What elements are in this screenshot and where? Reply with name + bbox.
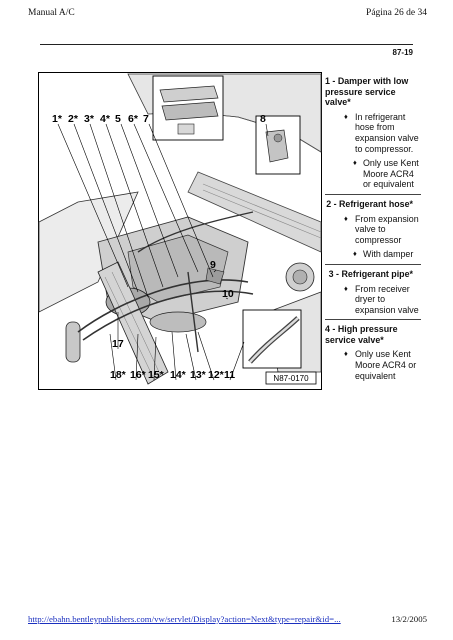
section-number: 87-19 <box>392 48 413 57</box>
legend-note: ♦ Only use Kent Moore ACR4 or equivalent <box>325 158 421 190</box>
callout-leader-line <box>89 123 149 298</box>
legend-note-text: In refrigerant hose from expansion valve… <box>355 111 419 154</box>
legend-divider <box>325 193 421 195</box>
callout-leader-line <box>133 123 199 273</box>
print-date: 13/2/2005 <box>391 614 427 624</box>
diamond-bullet-icon: ♦ <box>344 283 348 293</box>
callout-leader-line <box>265 123 269 137</box>
legend-item-title: 4 - High pressure service valve* <box>325 324 421 345</box>
legend-note-text: Only use Kent Moore ACR4 or equivalent <box>355 349 417 381</box>
legend-item-title: 2 - Refrigerant hose* <box>325 199 421 210</box>
diamond-bullet-icon: ♦ <box>353 249 357 259</box>
diamond-bullet-icon: ♦ <box>344 111 348 121</box>
callout-label: 4* <box>100 113 111 125</box>
callout-leader-line <box>213 269 217 273</box>
callout-leader-line <box>148 123 214 278</box>
legend-note: ♦ From receiver dryer to expansion valve <box>325 284 421 316</box>
callout-leader-line <box>229 341 245 381</box>
callout-leader-line <box>73 123 139 293</box>
legend-note: ♦ From expansion valve to compressor <box>325 214 421 246</box>
source-url-link[interactable]: http://ebahn.bentleypublishers.com/vw/se… <box>28 614 341 624</box>
callout-leader-line <box>135 333 139 381</box>
diamond-bullet-icon: ♦ <box>353 158 357 168</box>
legend-note: ♦ Only use Kent Moore ACR4 or equivalent <box>325 349 421 381</box>
diamond-bullet-icon: ♦ <box>344 213 348 223</box>
legend-column: 1 - Damper with low pressure service val… <box>325 76 421 385</box>
callout-leader-line <box>120 123 179 278</box>
callout-label: 12* <box>208 369 225 381</box>
callout-label: 15* <box>148 369 165 381</box>
legend-item-text: 4 - High pressure service valve* <box>325 324 398 345</box>
callout-leader-line <box>57 123 129 288</box>
callout-label: 16* <box>130 369 147 381</box>
callout-leader-line <box>171 331 177 381</box>
legend-item-title: 3 - Refrigerant pipe* <box>325 269 421 280</box>
legend-divider <box>325 263 421 265</box>
callout-label: 10 <box>222 288 234 300</box>
callout-label: 5 <box>115 113 121 125</box>
legend-divider <box>325 319 421 321</box>
callout-label: 6* <box>128 113 139 125</box>
callout-label: 18* <box>110 369 127 381</box>
callout-label: 8 <box>260 113 266 125</box>
legend-note: ♦ In refrigerant hose from expansion valv… <box>325 112 421 154</box>
legend-note-text: From receiver dryer to expansion valve <box>355 283 419 315</box>
legend-note-text: From expansion valve to compressor <box>355 213 419 245</box>
callout-label: 11 <box>224 369 235 381</box>
legend-item-title: 1 - Damper with low pressure service val… <box>325 76 421 108</box>
page-footer: http://ebahn.bentleypublishers.com/vw/se… <box>28 614 427 624</box>
callout-leader-line <box>197 331 215 381</box>
callout-label: 9 <box>210 259 216 271</box>
header-title: Manual A/C <box>28 8 75 18</box>
diamond-bullet-icon: ♦ <box>344 349 348 359</box>
callout-leader-line <box>225 297 229 300</box>
callout-label: 14* <box>170 369 187 381</box>
page-indicator: Página 26 de 34 <box>366 8 427 18</box>
legend-note-text: Only use Kent Moore ACR4 or equivalent <box>363 158 419 190</box>
callout-label: 7 <box>143 113 149 125</box>
callout-label: 2* <box>68 113 79 125</box>
callout-label: 13* <box>190 369 207 381</box>
callout-leader-line <box>109 333 117 381</box>
callout-leader-line <box>153 336 157 381</box>
legend-note-text: With damper <box>363 249 414 260</box>
legend-item-text: 2 - Refrigerant hose* <box>326 198 413 209</box>
callout-label: 3* <box>84 113 95 125</box>
callout-leader-line <box>185 333 197 381</box>
header-rule <box>40 44 413 45</box>
legend-note: ♦ With damper <box>325 249 421 260</box>
legend-item-text: 3 - Refrigerant pipe* <box>328 268 413 279</box>
legend-item-text: 1 - Damper with low pressure service val… <box>325 76 409 108</box>
callout-label: 1* <box>52 113 63 125</box>
callout-leader-line <box>105 123 164 288</box>
figure-id: N87-0170 <box>273 374 309 383</box>
